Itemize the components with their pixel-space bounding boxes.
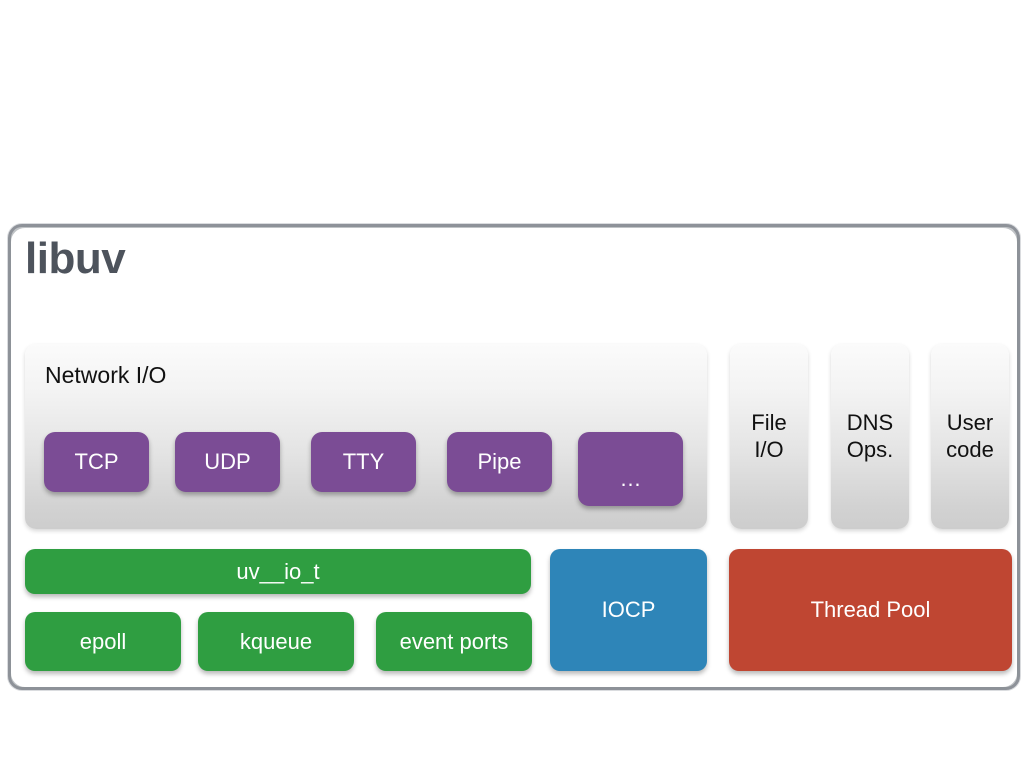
block-kqueue: kqueue xyxy=(198,612,354,671)
chip-pipe[interactable]: Pipe xyxy=(447,432,552,492)
column-dns-ops-text: DNS Ops. xyxy=(847,410,893,464)
column-line-1: User xyxy=(946,409,994,435)
page-title: libuv xyxy=(25,234,126,283)
chip-label: TTY xyxy=(342,449,385,474)
block-iocp: IOCP xyxy=(550,549,707,671)
libuv-frame: libuv Network I/O TCP UDP TTY Pipe … Fil… xyxy=(8,224,1020,690)
column-file-io: File I/O xyxy=(730,344,808,529)
chip-label: … xyxy=(619,466,642,491)
chip-label: Pipe xyxy=(477,449,522,474)
network-io-label: Network I/O xyxy=(45,362,167,388)
chip-udp[interactable]: UDP xyxy=(175,432,280,492)
column-dns-ops: DNS Ops. xyxy=(831,344,909,529)
protocol-chip-row: TCP UDP TTY Pipe … xyxy=(44,432,692,506)
column-line-2: Ops. xyxy=(846,436,894,462)
block-epoll: epoll xyxy=(25,612,181,671)
block-label: IOCP xyxy=(601,597,656,622)
column-user-code: User code xyxy=(931,344,1009,529)
column-file-io-text: File I/O xyxy=(751,410,786,464)
chip-label: UDP xyxy=(204,449,251,474)
chip-label: TCP xyxy=(74,449,119,474)
block-thread-pool: Thread Pool xyxy=(729,549,1012,671)
block-label: kqueue xyxy=(239,628,313,654)
block-label: epoll xyxy=(79,628,127,654)
network-io-panel: Network I/O TCP UDP TTY Pipe … xyxy=(25,344,707,529)
block-label: uv__io_t xyxy=(236,558,320,584)
block-uv-io-t: uv__io_t xyxy=(25,549,531,594)
chip-more-ellipsis[interactable]: … xyxy=(578,432,683,506)
chip-tty[interactable]: TTY xyxy=(311,432,416,492)
block-label: event ports xyxy=(399,628,509,654)
block-event-ports: event ports xyxy=(376,612,532,671)
column-line-1: File xyxy=(751,409,787,435)
column-user-code-text: User code xyxy=(946,410,994,464)
block-label: Thread Pool xyxy=(810,597,931,622)
chip-tcp[interactable]: TCP xyxy=(44,432,149,492)
column-line-1: DNS xyxy=(846,409,894,435)
column-line-2: I/O xyxy=(754,436,784,462)
column-line-2: code xyxy=(946,436,994,462)
